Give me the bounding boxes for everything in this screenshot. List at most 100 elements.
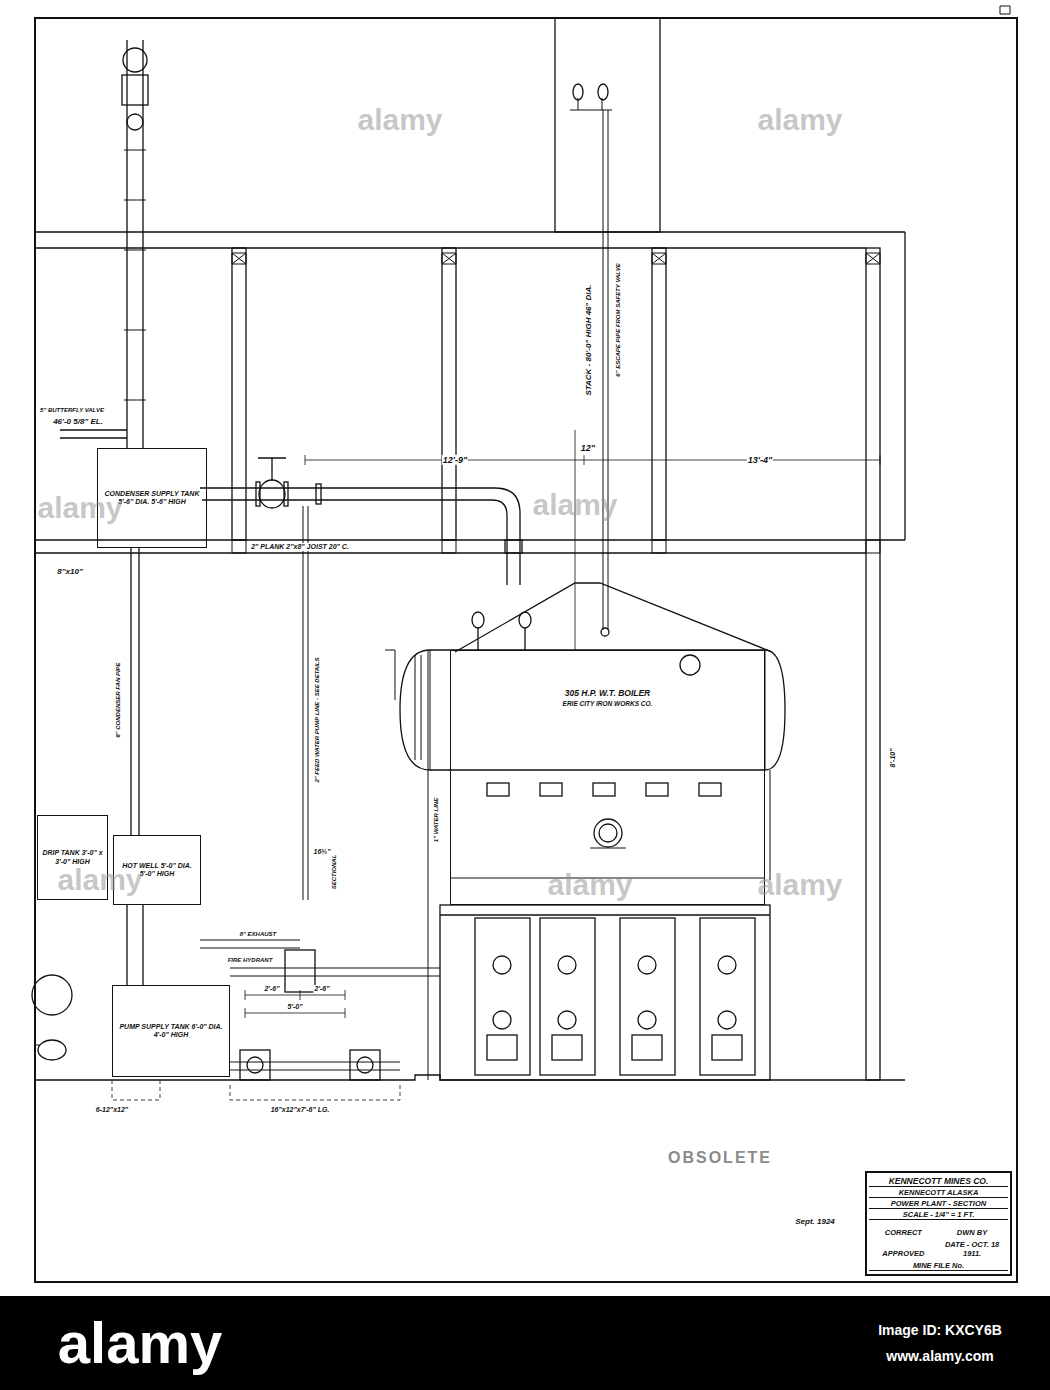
condenser-pipe: [127, 40, 143, 448]
pump-piping: [350, 1050, 380, 1080]
pump-piping: [385, 650, 428, 1080]
boiler-drawing: [440, 914, 770, 915]
watermark: www.alamy.com: [886, 1348, 993, 1364]
boiler-drawing: [718, 1011, 736, 1029]
dimension: 2'-6": [263, 985, 280, 993]
boiler-drawing: [632, 1035, 662, 1060]
steam-pipe: [258, 458, 286, 480]
note-text: 2" FEED WATER PUMP LINE - SEE DETAILS: [314, 656, 321, 783]
dimension: 5'-0": [286, 1003, 303, 1011]
note-text: 8" CONDENSER FAN PIPE: [115, 661, 122, 738]
condenser-pipe: [60, 430, 127, 438]
condenser-pipe: [127, 905, 143, 985]
building-frame: [232, 248, 246, 540]
title-text: DATE - OCT. 18 1911.: [938, 1240, 1007, 1258]
note-text: FIRE HYDRANT: [227, 957, 274, 964]
pump-piping: [35, 1075, 905, 1080]
steam-pipe: [256, 482, 260, 506]
condenser-pipe: [123, 48, 147, 72]
dimension: 8'-10": [889, 748, 897, 769]
note-text: Sept. 1924: [794, 1217, 836, 1226]
pump-piping: [112, 1080, 400, 1100]
watermark: Image ID: KXCY6B: [878, 1322, 1002, 1338]
boiler-drawing: [699, 783, 721, 796]
title-text: DWN BY: [938, 1228, 1007, 1237]
pump-piping: [285, 950, 315, 992]
title-text: POWER PLANT - SECTION: [869, 1199, 1008, 1209]
pump-piping: [32, 650, 905, 1100]
steam-pipe: [303, 506, 308, 900]
watermark: alamy: [532, 488, 617, 523]
sheet-border: [35, 18, 1017, 1282]
steam-pipe: [305, 430, 880, 650]
note-text: 2" PLANK 2"x8" JOIST 20" C.: [250, 543, 350, 551]
boiler-drawing: [593, 783, 615, 796]
boiler-drawing: [487, 783, 509, 796]
pump-piping: [32, 975, 72, 1015]
boiler-drawing: [700, 918, 755, 1075]
boiler-drawing: [540, 783, 562, 796]
stamp-text: OBSOLETE: [668, 1149, 772, 1167]
boiler-drawing: [400, 612, 785, 1080]
stack: [455, 583, 772, 652]
boiler-drawing: [638, 956, 656, 974]
steam-pipe: [505, 540, 522, 553]
dimension: 12'-9": [442, 455, 468, 465]
sheet-mark: [1000, 6, 1010, 14]
dimension: 12": [580, 443, 596, 453]
boiler-drawing: [558, 1011, 576, 1029]
building-frame: [35, 232, 905, 553]
title-block: KENNECOTT MINES CO.KENNECOTT ALASKAPOWER…: [865, 1171, 1012, 1276]
boiler-drawing: [430, 650, 765, 770]
boiler-drawing: [599, 824, 617, 842]
boiler-drawing: [558, 956, 576, 974]
watermark: alamy: [58, 1310, 222, 1377]
note-text: 5" BUTTERFLY VALVE: [39, 407, 105, 414]
boiler-drawing: [594, 819, 622, 847]
watermark: alamy: [547, 868, 632, 903]
part-name: 305 H.P. W.T. BOILER: [564, 688, 652, 698]
boiler-drawing: [450, 770, 770, 880]
boiler-drawing: [620, 918, 675, 1075]
boiler-drawing: [493, 956, 511, 974]
stack: [573, 84, 583, 100]
boiler-box: 305 H.P. W.T. BOILERERIE CITY IRON WORKS…: [450, 650, 765, 905]
dimension: 13'-4": [747, 455, 773, 465]
boiler-drawing: [519, 612, 531, 628]
steam-pipe: [200, 430, 880, 900]
building-frame: [232, 540, 880, 553]
title-text: MINE FILE No.: [869, 1261, 1008, 1271]
building-frame: [232, 253, 880, 264]
watermark: alamy: [757, 868, 842, 903]
boiler-drawing: [712, 1035, 742, 1060]
title-text: KENNECOTT MINES CO.: [869, 1176, 1008, 1187]
condenser-pipe: [124, 150, 146, 400]
title-text: APPROVED: [869, 1249, 938, 1258]
boiler-drawing: [638, 1011, 656, 1029]
note-text: 6" ESCAPE PIPE FROM SAFETY VALVE: [615, 262, 622, 377]
dimension: 16½": [313, 848, 332, 856]
part-name: PUMP SUPPLY TANK 6'-0" DIA. 4'-0" HIGH: [117, 1023, 225, 1040]
pipe-connector: [131, 548, 139, 835]
pump-piping: [200, 940, 440, 976]
steam-pipe: [259, 480, 285, 508]
watermark: alamy: [757, 103, 842, 138]
boiler-drawing: [415, 655, 421, 760]
condenser-pipe: [127, 114, 143, 130]
dimension: 2'-6": [313, 985, 330, 993]
note-text: 8" EXHAUST: [239, 931, 278, 938]
tank-box: PUMP SUPPLY TANK 6'-0" DIA. 4'-0" HIGH: [112, 985, 230, 1077]
dimension: 16"x12"x7'-6" LG.: [270, 1106, 331, 1114]
dimension: 6-12"x12": [95, 1106, 129, 1114]
steam-pipe: [316, 484, 321, 504]
boiler-drawing: [487, 1035, 517, 1060]
boiler-drawing: [440, 905, 770, 1080]
pump-piping: [35, 1045, 400, 1070]
stack: [601, 628, 609, 636]
boiler-drawing: [478, 628, 525, 650]
title-text: SCALE - 1/4" = 1 FT.: [869, 1210, 1008, 1220]
boiler-drawing: [552, 1035, 582, 1060]
watermark: alamy: [57, 863, 142, 898]
watermark-bar: [0, 1296, 1050, 1390]
steam-pipe: [284, 482, 288, 506]
